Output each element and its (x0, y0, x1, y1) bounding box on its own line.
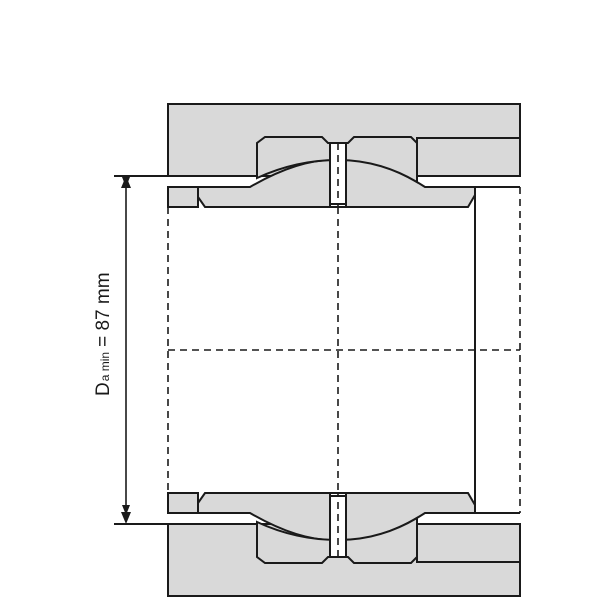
arrowhead-bottom (121, 512, 131, 524)
hidden-lines (167, 187, 521, 513)
top-section (114, 103, 521, 208)
housing-right-step (416, 137, 521, 177)
bottom-section (113, 492, 521, 597)
arrowhead-top (121, 176, 131, 188)
dimension-label: Da min= 87 mm (93, 272, 114, 396)
left-spacer (167, 186, 199, 208)
